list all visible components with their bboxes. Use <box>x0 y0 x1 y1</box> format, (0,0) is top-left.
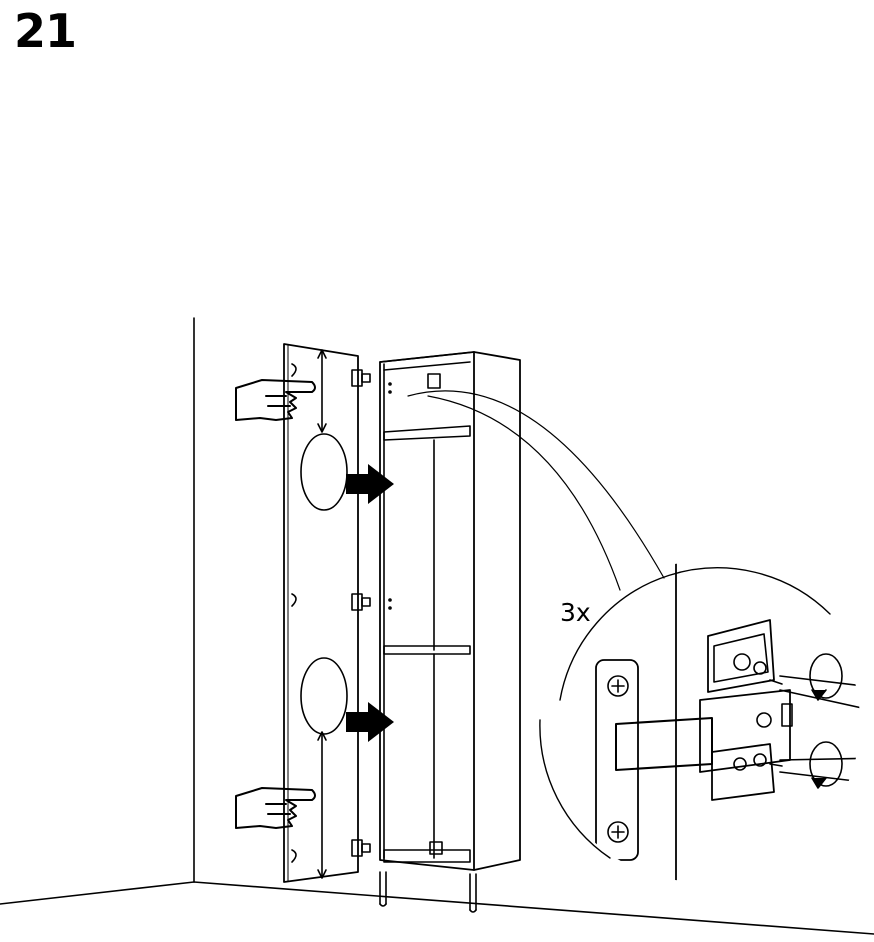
push-arrow-icon <box>346 464 394 504</box>
pointing-hand-icon <box>235 787 316 829</box>
push-arrow-icon <box>346 702 394 742</box>
room-outline <box>0 317 874 935</box>
hinges <box>351 369 371 857</box>
quantity-label: 3x <box>560 598 591 627</box>
step-number: 21 <box>14 4 77 58</box>
screwdriver-icon <box>769 757 860 785</box>
hinge-detail <box>539 562 860 881</box>
door-panel <box>283 343 359 883</box>
rotate-arrow-icon <box>809 741 843 789</box>
door-hole-top <box>300 433 348 511</box>
rotate-arrow-icon <box>809 653 843 701</box>
pointing-hand-icon <box>235 379 316 421</box>
cabinet <box>379 351 521 913</box>
door-hole-bottom <box>300 657 348 735</box>
callout-lines <box>407 390 665 591</box>
screwdriver-icon <box>769 675 860 713</box>
